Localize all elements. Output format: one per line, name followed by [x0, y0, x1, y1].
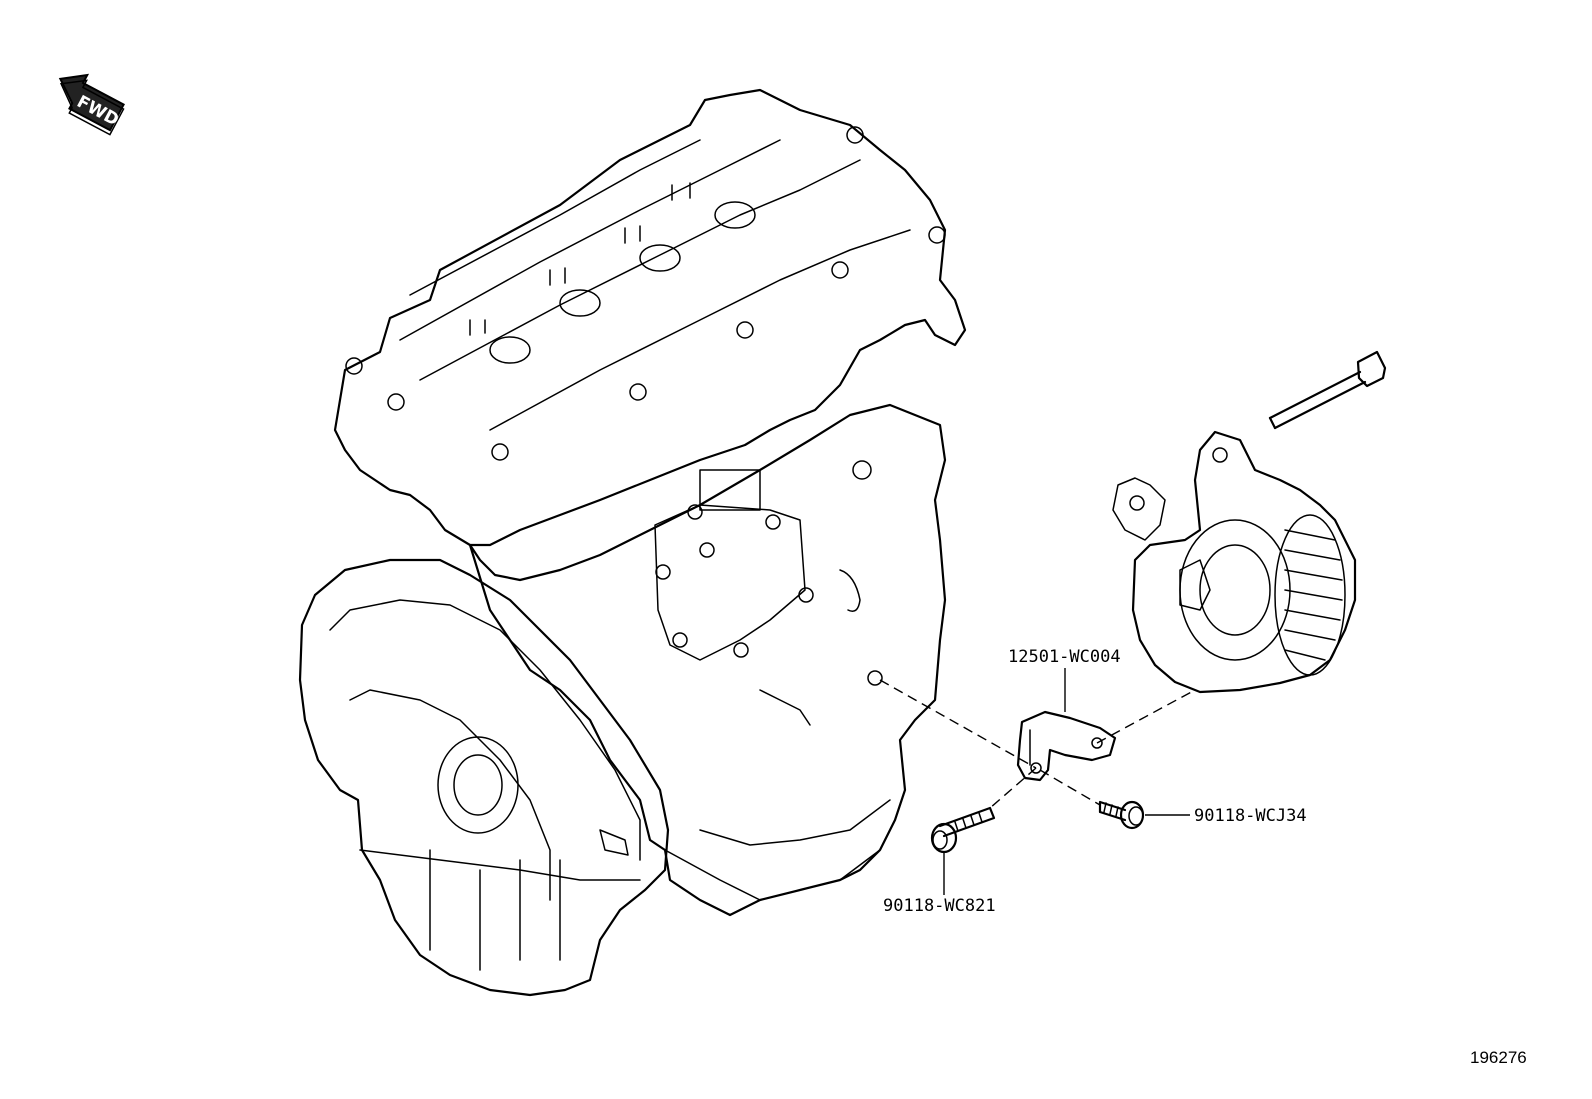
fwd-indicator: FWD	[58, 73, 125, 136]
part-label-flange-bolt: 90118-WCJ34	[1194, 806, 1307, 826]
part-label-bracket: 12501-WC004	[1008, 647, 1121, 667]
alternator	[1112, 350, 1387, 694]
forward-arrow-icon: FWD	[58, 73, 125, 136]
flange-bolt	[1098, 800, 1145, 830]
engine-assembly	[298, 88, 967, 997]
figure-number: 196276	[1470, 1048, 1527, 1067]
bracket	[1016, 710, 1117, 782]
long-bolt	[1268, 350, 1387, 430]
assembly-lines	[879, 679, 1196, 809]
part-label-stud-bolt: 90118-WC821	[883, 896, 996, 916]
stud-bolt	[930, 806, 996, 854]
leader-lines	[943, 668, 1190, 895]
